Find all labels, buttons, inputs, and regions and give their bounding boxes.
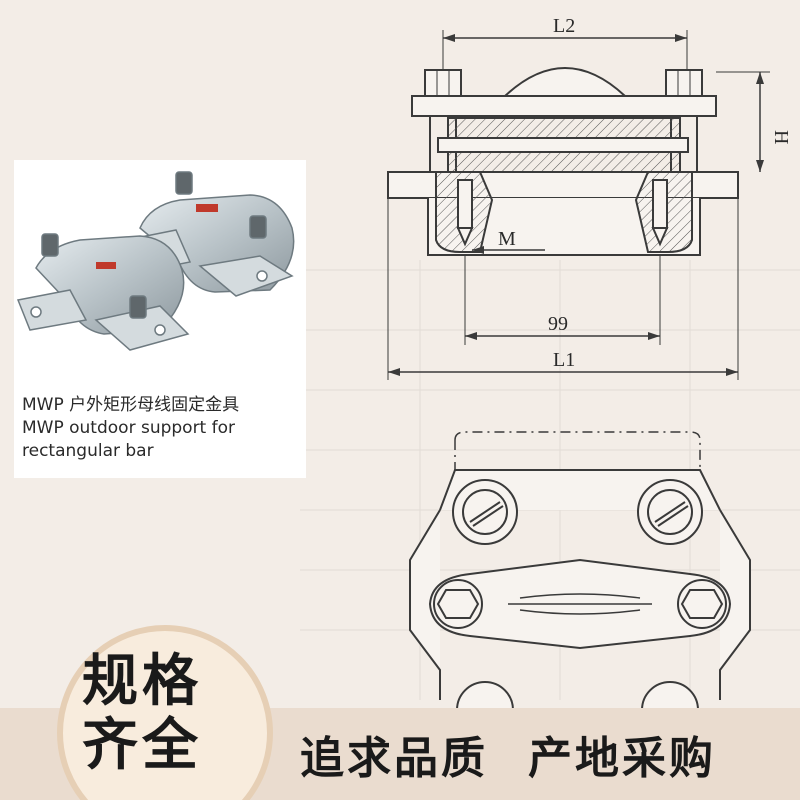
badge-line-1: 规格 — [82, 649, 202, 714]
label-h: H — [770, 130, 792, 144]
badge-circle — [57, 625, 273, 800]
label-l2: L2 — [553, 15, 575, 37]
product-photo — [16, 171, 295, 351]
badge-line-2: 齐全 — [82, 713, 202, 778]
product-caption: MWP 户外矩形母线固定金具 MWP outdoor support for r… — [22, 394, 312, 463]
caption-line-2: MWP outdoor support for — [22, 418, 236, 438]
side-view — [387, 30, 770, 380]
plan-view — [409, 431, 751, 739]
label-m: M — [498, 228, 516, 250]
label-l1: L1 — [553, 349, 575, 371]
badge-text: 规格 齐全 — [82, 650, 252, 778]
caption-line-1: MWP 户外矩形母线固定金具 — [22, 395, 240, 415]
slogan-part-2: 产地采购 — [528, 733, 716, 784]
slogan: 追求品质产地采购 — [300, 722, 716, 786]
caption-line-3: rectangular bar — [22, 441, 154, 461]
label-99: 99 — [548, 313, 568, 335]
slogan-part-1: 追求品质 — [300, 733, 488, 784]
